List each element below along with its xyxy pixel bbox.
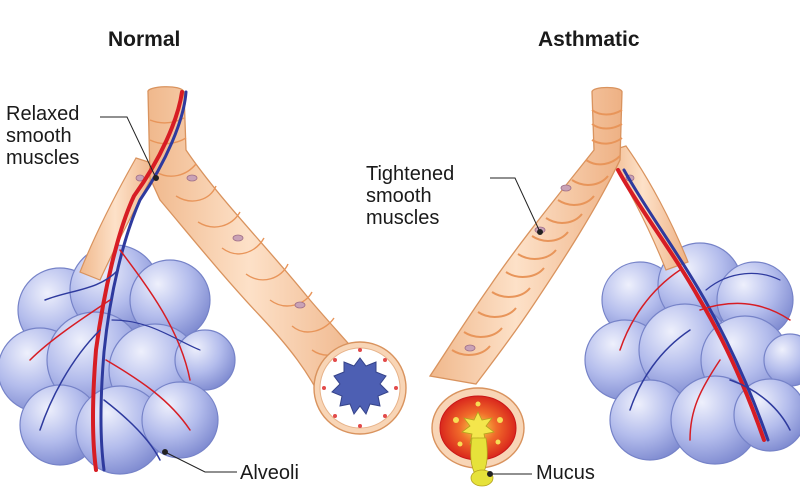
tightened-muscles-label-line-2: smooth	[366, 185, 432, 207]
normal-blood-vessels	[29, 90, 201, 472]
asthmatic-title: Asthmatic	[538, 28, 640, 51]
asthmatic-alveoli-cluster	[584, 242, 800, 465]
relaxed-muscles-label-line-1: Relaxed	[6, 103, 80, 125]
normal-airway-cross-section	[313, 341, 407, 435]
mucus-label: Mucus	[536, 462, 595, 484]
alveoli-label: Alveoli	[240, 462, 299, 484]
tightened-muscles-label-line-1: Tightened	[366, 163, 455, 185]
leader-alveoli	[164, 451, 237, 473]
asthmatic-blood-vessels	[616, 168, 791, 442]
normal-alveoli-cluster	[0, 244, 236, 475]
relaxed-muscles-label-line-2: smooth	[6, 125, 72, 147]
leader-tightened-muscles	[490, 177, 541, 233]
leader-relaxed-muscles	[100, 116, 157, 179]
asthmatic-airway-cross-section	[431, 387, 525, 469]
tightened-muscles-label: Tightened smooth muscles	[366, 163, 454, 229]
normal-airway	[135, 86, 373, 401]
tightened-muscles-label-line-3: muscles	[366, 207, 440, 229]
relaxed-muscles-label: Relaxed smooth muscles	[6, 103, 79, 169]
leader-lines	[100, 116, 543, 477]
asthmatic-muscle-bands	[451, 109, 623, 356]
normal-title: Normal	[108, 28, 181, 51]
relaxed-muscles-label-line-3: muscles	[6, 147, 80, 169]
